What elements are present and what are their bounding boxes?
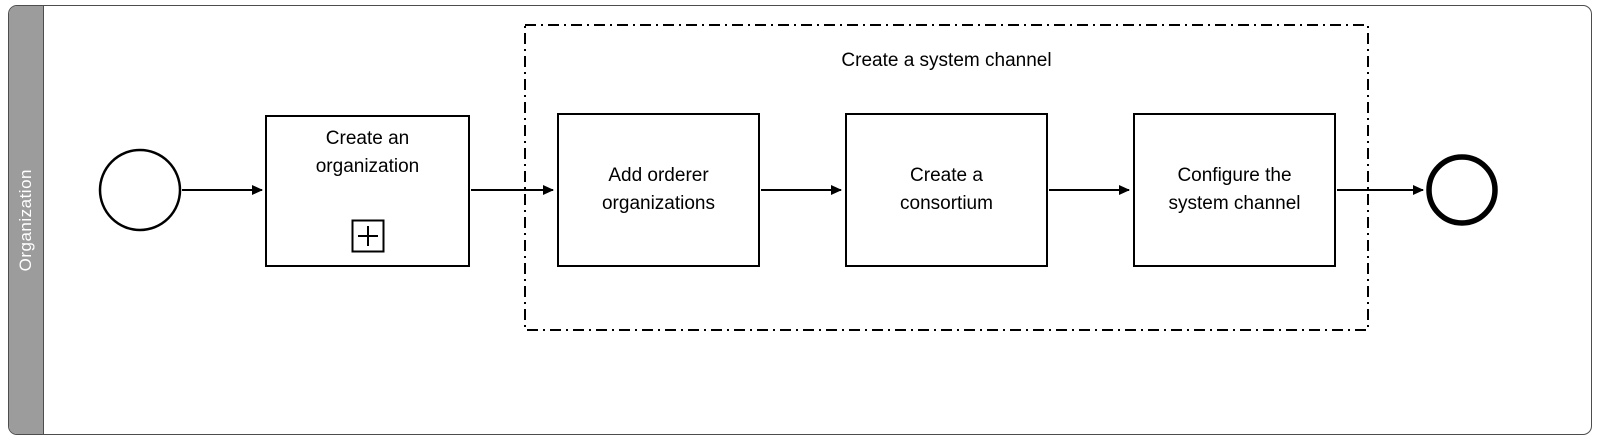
task-create-organization: Create an organization bbox=[265, 115, 470, 267]
lane-header: Organization bbox=[9, 6, 44, 434]
lane-label: Organization bbox=[16, 168, 35, 272]
task-label: Add orderer organizations bbox=[601, 165, 716, 214]
task-label: Create a consortium bbox=[900, 165, 993, 214]
task-create-consortium: Create a consortium bbox=[845, 113, 1048, 267]
task-add-orderer-organizations: Add orderer organizations bbox=[557, 113, 760, 267]
task-label: Configure the system channel bbox=[1168, 165, 1301, 214]
task-configure-system-channel: Configure the system channel bbox=[1133, 113, 1336, 267]
plus-subprocess-marker-icon bbox=[351, 219, 384, 253]
group-label: Create a system channel bbox=[841, 50, 1052, 71]
task-label: Create an organization bbox=[315, 128, 420, 177]
